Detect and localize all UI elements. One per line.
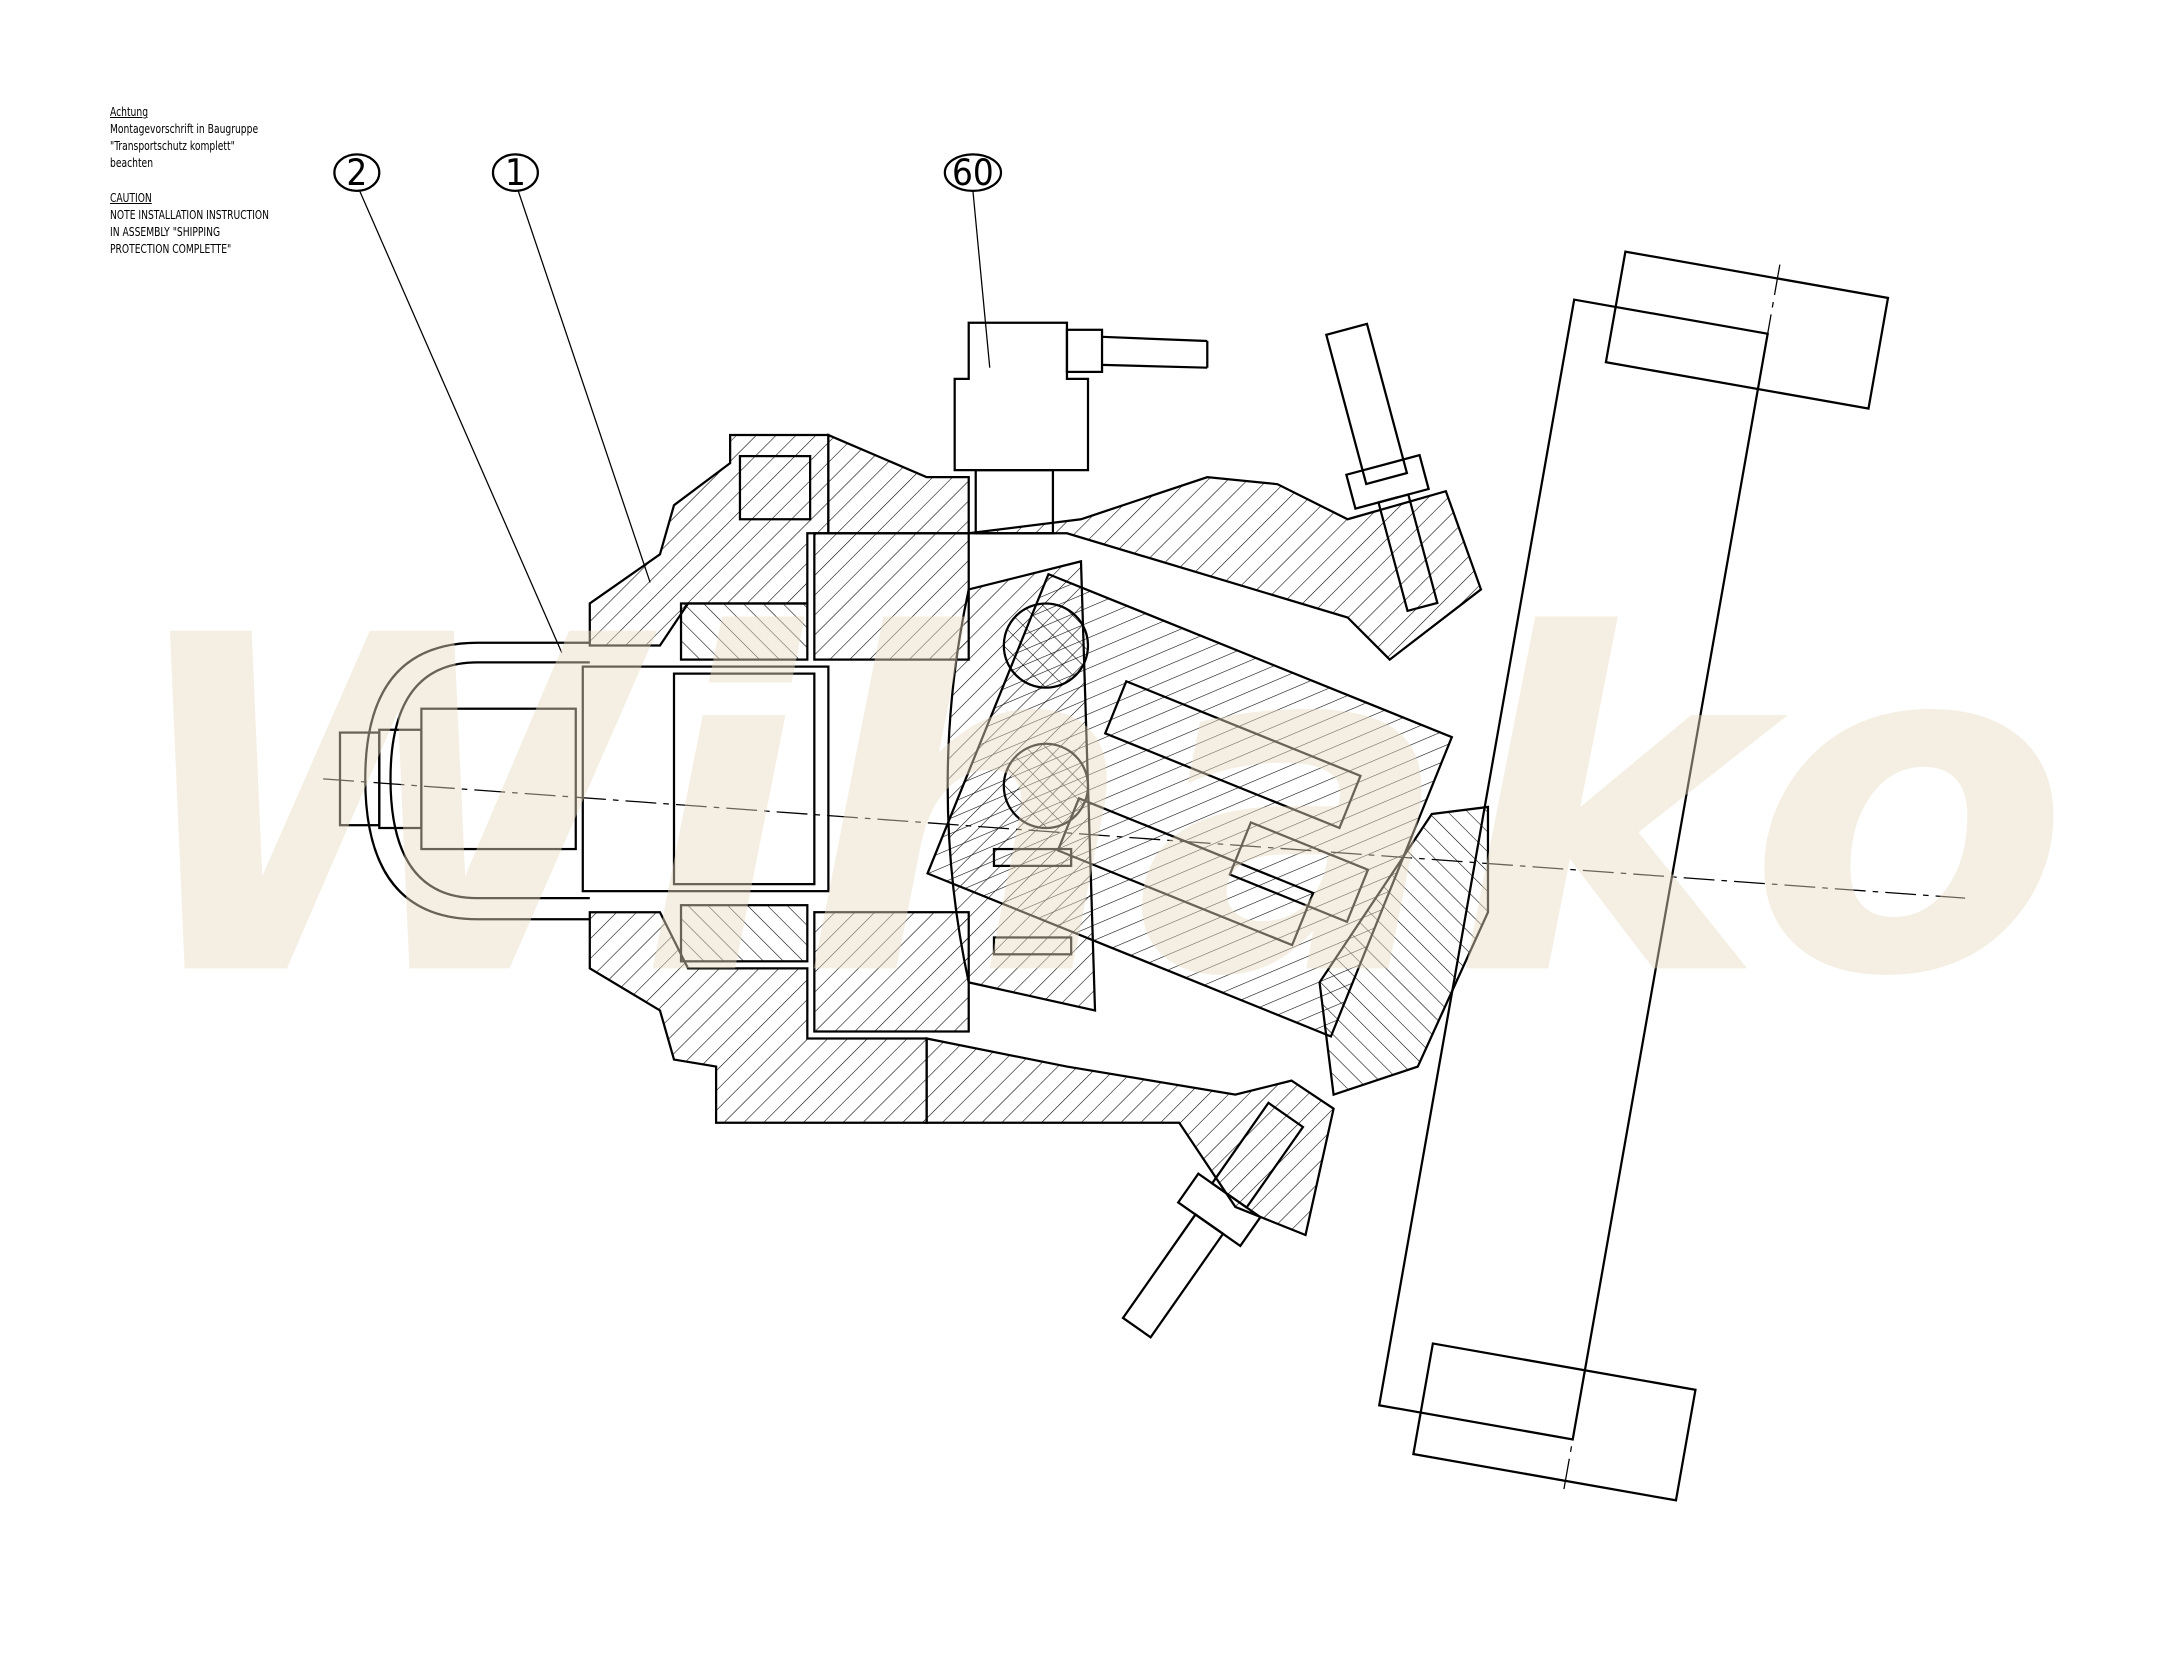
- bearing-upper: [679, 602, 809, 661]
- balloon-label: 2: [346, 151, 367, 194]
- note-line: beachten: [110, 156, 154, 170]
- balloon-label: 60: [952, 151, 994, 194]
- note-heading-en: CAUTION: [110, 191, 152, 205]
- bolt-head: [738, 454, 812, 521]
- port-plate: [1318, 805, 1490, 1097]
- balloon-60: 60: [943, 151, 1003, 368]
- note-line: IN ASSEMBLY "SHIPPING: [110, 225, 221, 239]
- pressure-sensor: [953, 321, 1209, 535]
- adjusting-screw-lower: [1121, 1101, 1305, 1339]
- balloon-1: 1: [491, 151, 651, 583]
- drive-shaft: [581, 665, 830, 893]
- balloon-2: 2: [333, 151, 563, 653]
- note-line: Montagevorschrift in Baugruppe: [110, 122, 259, 136]
- note-line: NOTE INSTALLATION INSTRUCTION: [110, 208, 270, 222]
- note-heading-de: Achtung: [110, 105, 149, 119]
- end-cover: [1377, 250, 1890, 1502]
- bearing-lower: [679, 904, 809, 963]
- adjusting-screw-upper: [1324, 322, 1439, 613]
- balloon-label: 1: [505, 151, 526, 194]
- note-line: "Transportschutz komplett": [110, 139, 235, 153]
- taper-bearing-upper: [813, 532, 970, 661]
- bolt: [992, 936, 1073, 956]
- drive-flange: [946, 559, 1097, 1012]
- taper-bearing-lower: [813, 911, 970, 1033]
- bolt: [992, 847, 1073, 868]
- shipping-protection-bracket: [338, 641, 590, 921]
- installation-note: Achtung Montagevorschrift in Baugruppe "…: [110, 104, 269, 258]
- note-line: PROTECTION COMPLETTE": [110, 242, 232, 256]
- housing-bottom: [925, 1037, 1335, 1237]
